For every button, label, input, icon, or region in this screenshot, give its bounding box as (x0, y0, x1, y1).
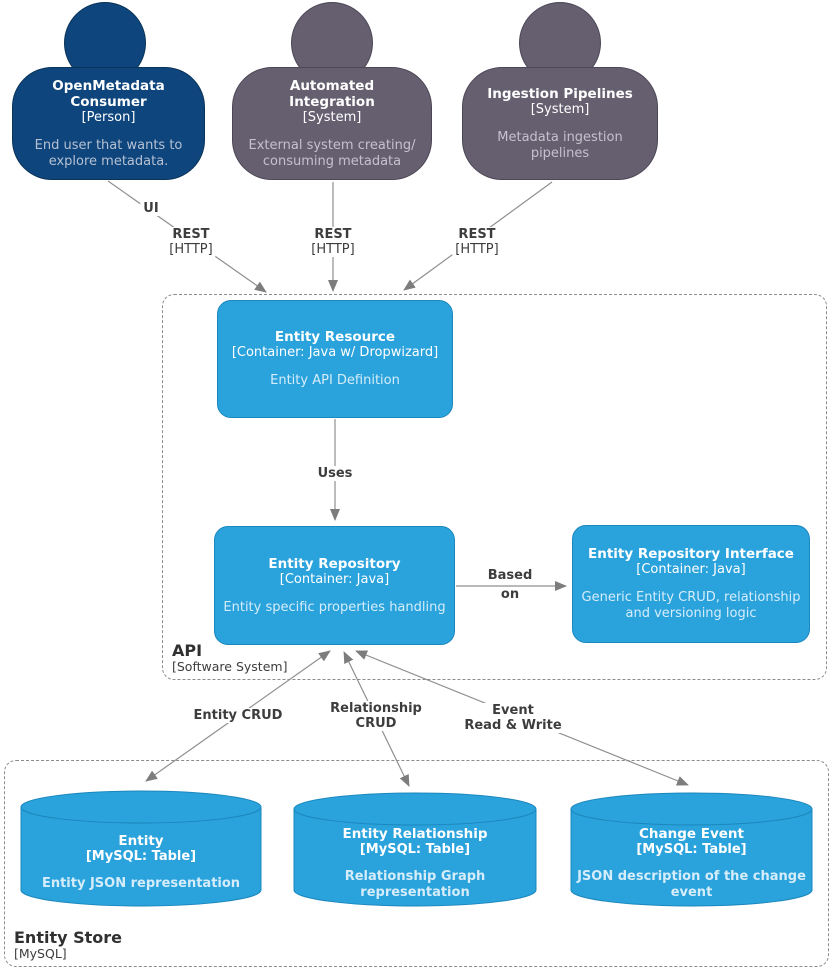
edge-label-line2: Read & Write (464, 718, 562, 733)
node-entity-repository: Entity Repository [Container: Java] Enti… (214, 526, 455, 645)
entity-store-boundary-label: Entity Store [MySQL] (14, 929, 122, 961)
node-title: Entity Repository Interface (588, 546, 794, 562)
node-description: Entity API Definition (270, 373, 400, 388)
node-title: OpenMetadata Consumer (52, 77, 165, 110)
edge-label-technology: [HTTP] (311, 242, 355, 257)
database-cylinder-icon (20, 790, 262, 907)
node-entity-resource: Entity Resource [Container: Java w/ Drop… (217, 300, 453, 418)
node-type: [System] (302, 109, 362, 125)
edge-label-technology: [HTTP] (169, 242, 213, 257)
boundary-subtitle: [Software System] (172, 659, 288, 674)
node-type: [MySQL: Table] (85, 848, 197, 864)
edge-label-rest-http-automated: REST [HTTP] (308, 227, 358, 257)
node-entity-repository-interface: Entity Repository Interface [Container: … (572, 525, 810, 643)
node-description: Relationship Graph representation (344, 868, 486, 900)
node-type: [MySQL: Table] (359, 841, 471, 857)
node-description: End user that wants to explore metadata. (34, 137, 183, 169)
node-title: Entity Relationship (342, 825, 488, 842)
edge-label-technology: [HTTP] (455, 242, 499, 257)
node-type: [Person] (81, 109, 136, 125)
node-entity-table: Entity [MySQL: Table] Entity JSON repres… (20, 790, 262, 908)
edge-label-line2: CRUD (355, 716, 397, 731)
node-type: [System] (530, 101, 590, 117)
node-title: Entity (118, 832, 164, 849)
node-change-event-table: Change Event [MySQL: Table] JSON descrip… (570, 792, 813, 908)
node-title: Automated Integration (289, 77, 375, 110)
edge-label-ui: UI (140, 201, 162, 216)
edge-label-protocol: REST (172, 227, 210, 242)
node-description: Entity specific properties handling (223, 599, 446, 615)
node-automated-integration: Automated Integration [System] External … (232, 67, 432, 180)
database-cylinder-icon (293, 792, 537, 907)
edge-label-uses: Uses (314, 466, 356, 481)
node-title: Entity Repository (268, 555, 401, 572)
boundary-title: Entity Store (14, 928, 123, 947)
api-boundary-label: API [Software System] (172, 642, 287, 674)
node-type: [MySQL: Table] (636, 841, 747, 857)
edge-label-rest-http-consumer: REST [HTTP] (166, 227, 216, 257)
edge-label-protocol: REST (458, 227, 496, 242)
node-type: [Container: Java] (279, 571, 390, 587)
edge-label-protocol: REST (314, 227, 352, 242)
node-type: [Container: Java w/ Dropwizard] (231, 345, 439, 360)
node-description: JSON description of the change event (577, 868, 806, 900)
edge-label-entity-crud: Entity CRUD (190, 708, 286, 723)
edge-label-line1: Relationship (330, 701, 422, 716)
node-title: Ingestion Pipelines (487, 85, 633, 102)
edge-label-relationship-crud: Relationship CRUD (327, 701, 425, 731)
node-description: Generic Entity CRUD, relationship and ve… (581, 590, 801, 621)
node-type: [Container: Java] (636, 562, 746, 577)
node-description: External system creating/ consuming meta… (248, 137, 416, 169)
boundary-subtitle: [MySQL] (14, 946, 67, 961)
edge-label-line1: Event (492, 703, 534, 718)
edge-label-on: on (500, 587, 520, 602)
database-cylinder-icon (570, 792, 813, 907)
node-title: Entity Resource (274, 329, 396, 345)
node-openmetadata-consumer: OpenMetadata Consumer [Person] End user … (12, 67, 205, 180)
node-entity-relationship-table: Entity Relationship [MySQL: Table] Relat… (293, 792, 537, 908)
node-ingestion-pipelines: Ingestion Pipelines [System] Metadata in… (462, 67, 658, 180)
node-description: Metadata ingestion pipelines (497, 129, 623, 161)
edge-label-based: Based (487, 568, 533, 583)
edge-label-event-read-write: Event Read & Write (461, 703, 565, 733)
node-description: Entity JSON representation (41, 875, 241, 891)
node-title: Change Event (638, 825, 744, 842)
edge-label-rest-http-pipelines: REST [HTTP] (452, 227, 502, 257)
